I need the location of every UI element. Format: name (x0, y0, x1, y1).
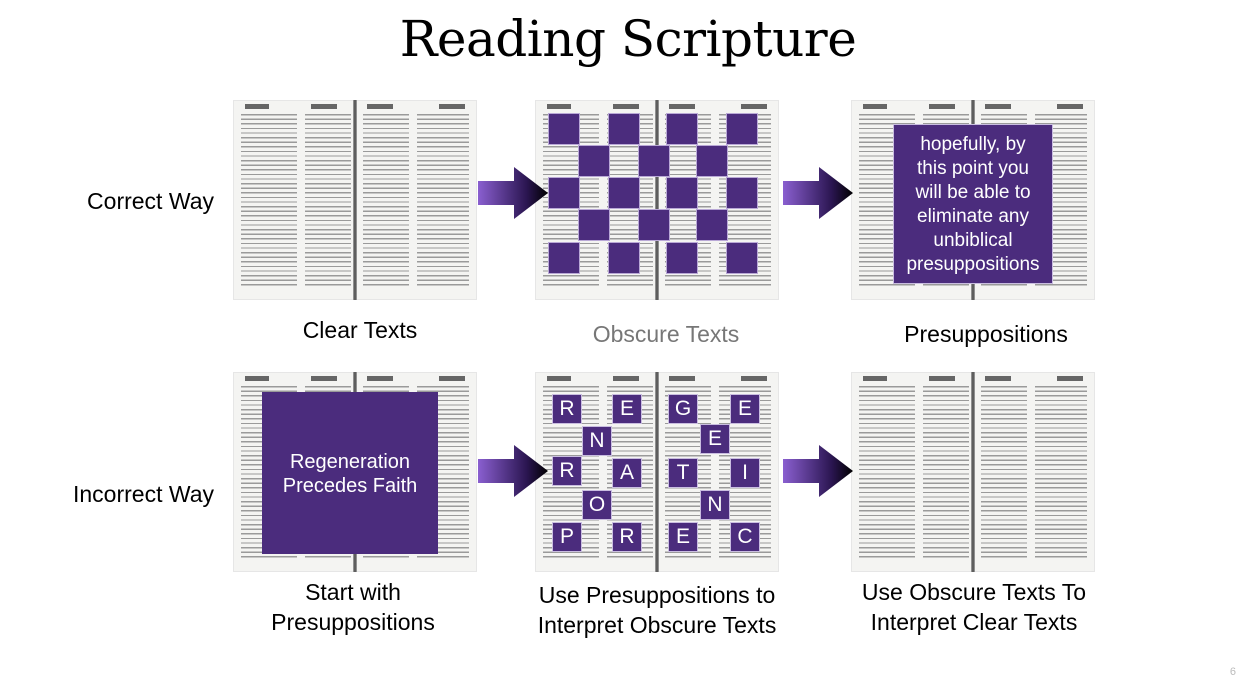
letter-tile: P (552, 522, 582, 552)
obscuring-square (696, 145, 728, 177)
arrow-right-icon (478, 445, 548, 497)
bible-page-clear (233, 100, 477, 300)
callout-line: this point you (917, 158, 1029, 179)
caption-use-presuppositions: Use Presuppositions to Interpret Obscure… (517, 580, 797, 640)
caption-use-obscure-texts: Use Obscure Texts To Interpret Clear Tex… (836, 577, 1112, 637)
obscuring-square (608, 177, 640, 209)
row-label-correct: Correct Way (87, 188, 214, 214)
obscuring-square (726, 242, 758, 274)
bible-page-use-obscure (851, 372, 1095, 572)
letter-tile: E (668, 522, 698, 552)
callout-line: eliminate any (917, 206, 1029, 227)
letter-tile: I (730, 458, 760, 488)
callout-line: will be able to (915, 182, 1031, 203)
obscuring-square (548, 113, 580, 145)
obscuring-square (548, 177, 580, 209)
letter-tile: E (612, 394, 642, 424)
presuppositions-callout: hopefully, by this point you will be abl… (893, 124, 1053, 284)
caption-clear-texts: Clear Texts (302, 317, 418, 343)
callout-line: unbiblical (933, 230, 1013, 251)
caption-start-with-presuppositions: Start with Presuppositions (243, 577, 463, 637)
obscuring-square (608, 113, 640, 145)
obscuring-square (638, 145, 670, 177)
obscuring-square (666, 113, 698, 145)
obscuring-square (726, 113, 758, 145)
caption-line: Use Obscure Texts To (861, 579, 1087, 605)
obscuring-square (726, 177, 758, 209)
letter-tile: E (730, 394, 760, 424)
callout-line: Regeneration (289, 451, 411, 473)
caption-obscure-texts: Obscure Texts (592, 321, 740, 347)
letter-tile: R (552, 456, 582, 486)
caption-line: Use Presuppositions to (538, 582, 776, 608)
letter-tile: R (552, 394, 582, 424)
obscuring-square (696, 209, 728, 241)
callout-line: hopefully, by (920, 134, 1026, 155)
regeneration-callout: Regeneration Precedes Faith (262, 392, 438, 554)
obscuring-square (666, 242, 698, 274)
letter-tile: E (700, 424, 730, 454)
letter-tile: A (612, 458, 642, 488)
letter-tile: R (612, 522, 642, 552)
caption-line: Interpret Obscure Texts (537, 612, 777, 638)
callout-line: Precedes Faith (282, 475, 418, 497)
row-label-incorrect: Incorrect Way (72, 481, 214, 507)
slide-number: 6 (1229, 666, 1236, 678)
letter-tile: G (668, 394, 698, 424)
obscuring-square (578, 145, 610, 177)
obscuring-square (548, 242, 580, 274)
arrow-right-icon (783, 445, 853, 497)
letter-tile: N (700, 490, 730, 520)
letter-tile: O (582, 490, 612, 520)
obscuring-square (666, 177, 698, 209)
callout-line: presuppositions (906, 254, 1040, 275)
caption-line: Start with (305, 579, 401, 605)
caption-line: Presuppositions (271, 609, 435, 635)
arrow-right-icon (783, 167, 853, 219)
obscuring-square (608, 242, 640, 274)
slide-title: Reading Scripture (399, 10, 857, 68)
obscuring-square (578, 209, 610, 241)
letter-tile: C (730, 522, 760, 552)
letter-tile: T (668, 458, 698, 488)
caption-presuppositions: Presuppositions (904, 321, 1068, 347)
arrow-right-icon (478, 167, 548, 219)
letter-tile: N (582, 426, 612, 456)
obscuring-square (638, 209, 670, 241)
caption-line: Interpret Clear Texts (870, 609, 1078, 635)
